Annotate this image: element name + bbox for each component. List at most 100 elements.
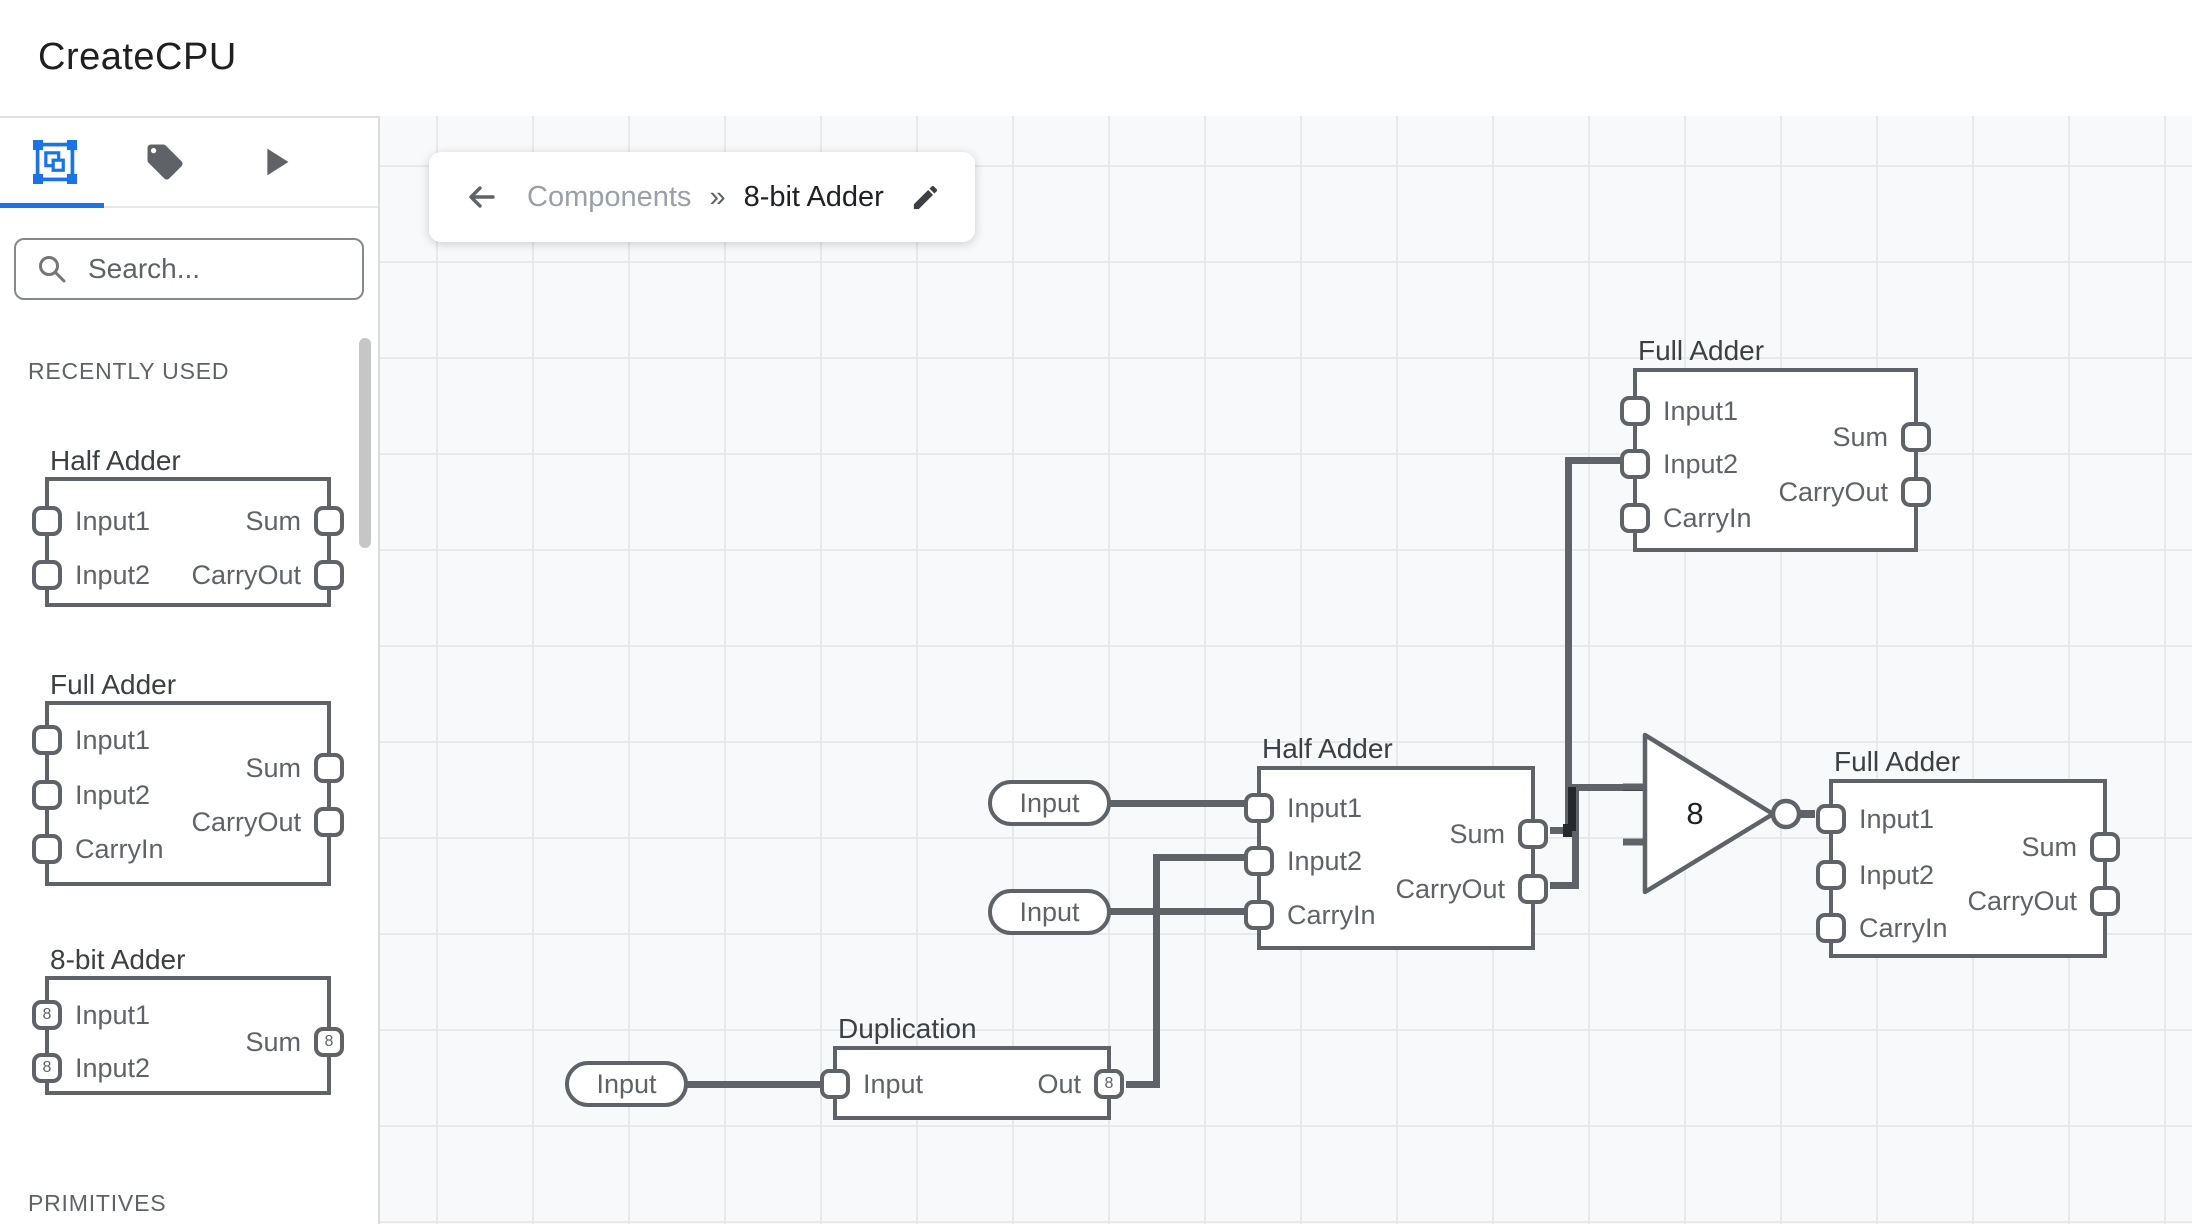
port-input2[interactable]: [1620, 449, 1650, 479]
wire-duplication-out-h2[interactable]: [1153, 854, 1245, 861]
inverter-triangle[interactable]: [1642, 732, 1776, 895]
port-carryin[interactable]: [1816, 913, 1846, 943]
node-full-adder-right[interactable]: Full Adder Input1 Input2 CarryIn Sum Car…: [1816, 746, 2120, 958]
port-label: CarryOut: [191, 560, 301, 590]
wire-duplication-out-v[interactable]: [1153, 854, 1160, 1088]
port-input2[interactable]: [1244, 846, 1274, 876]
port-sum[interactable]: [314, 506, 344, 536]
input-pin-label: Input: [1019, 787, 1080, 818]
port-input2[interactable]: [32, 560, 62, 590]
play-icon: [267, 148, 289, 176]
node-title: Duplication: [838, 1013, 977, 1044]
port-input[interactable]: [820, 1069, 850, 1099]
port-label: Sum: [245, 506, 301, 536]
port-label: Sum: [1832, 422, 1888, 452]
search-input[interactable]: [14, 238, 364, 300]
port-carryout[interactable]: [314, 807, 344, 837]
search-icon: [39, 256, 66, 283]
port-label: Sum: [1449, 819, 1505, 849]
port-input1[interactable]: [1620, 396, 1650, 426]
bus-width-badge: 8: [42, 1006, 52, 1023]
port-input1[interactable]: [1816, 804, 1846, 834]
wire-carryout-to-inverter[interactable]: [1572, 784, 1646, 791]
port-label: CarryOut: [1967, 886, 2077, 916]
port-label: Input1: [1663, 396, 1739, 426]
port-label: Input1: [75, 725, 151, 755]
sidebar-tabs: [0, 118, 378, 208]
wire-sum-h1[interactable]: [1550, 827, 1572, 834]
port-sum[interactable]: [1518, 819, 1548, 849]
port-label: Sum: [2021, 832, 2077, 862]
breadcrumb-current: 8-bit Adder: [743, 180, 884, 213]
sidebar-item-8bit-adder[interactable]: 8-bit Adder 8 8 8 Input1 Input2 Sum: [32, 944, 344, 1095]
port-carryout[interactable]: [2090, 886, 2120, 916]
app-header: CreateCPU: [0, 0, 2192, 116]
node-inverter[interactable]: [1615, 726, 1815, 911]
node-title: Half Adder: [1262, 733, 1393, 764]
node-duplication[interactable]: Duplication 8 Input Out: [820, 1013, 1124, 1120]
wire-carryout-h1[interactable]: [1550, 882, 1579, 889]
port-label: Input1: [75, 1000, 151, 1030]
port-carryout[interactable]: [314, 560, 344, 590]
bus-width-badge: 8: [1104, 1075, 1114, 1092]
port-carryin[interactable]: [1620, 503, 1650, 533]
wire-sum-to-fulladder-input2[interactable]: [1565, 457, 1622, 464]
node-title: Full Adder: [1638, 335, 1765, 366]
port-label: Input1: [75, 506, 151, 536]
port-input2[interactable]: [1816, 860, 1846, 890]
wire-inverter-to-fulladder-input1[interactable]: [1799, 810, 1815, 818]
port-sum[interactable]: [314, 753, 344, 783]
port-sum[interactable]: [1901, 422, 1931, 452]
tab-components[interactable]: [0, 118, 110, 206]
component-title: Full Adder: [50, 669, 177, 700]
port-sum[interactable]: 8: [314, 1027, 344, 1057]
input-pin-label: Input: [1019, 896, 1080, 927]
inverter-bus-width-label: 8: [1686, 796, 1704, 831]
port-input1[interactable]: [1244, 793, 1274, 823]
port-sum[interactable]: [2090, 832, 2120, 862]
tab-tags[interactable]: [110, 118, 220, 206]
wire-carryout-v[interactable]: [1572, 784, 1579, 889]
edit-name-button[interactable]: [910, 182, 941, 213]
port-label: Input2: [1287, 846, 1363, 876]
port-carryin[interactable]: [32, 834, 62, 864]
breadcrumb-parent[interactable]: Components: [527, 180, 692, 213]
input-pin[interactable]: Input: [565, 1061, 688, 1107]
input-pin[interactable]: Input: [988, 889, 1111, 935]
sidebar-item-half-adder[interactable]: Half Adder Input1 Input2 Sum CarryOut: [32, 445, 344, 607]
port-carryin[interactable]: [1244, 900, 1274, 930]
sidebar-scrollbar[interactable]: [359, 338, 371, 548]
port-carryout[interactable]: [1518, 874, 1548, 904]
port-input1[interactable]: [32, 725, 62, 755]
wire-duplication-out-h1[interactable]: [1126, 1081, 1160, 1088]
pencil-icon: [913, 185, 937, 209]
wire-input1-to-halfadder-input1[interactable]: [1106, 800, 1248, 807]
port-label: Input: [863, 1069, 924, 1099]
port-input1[interactable]: [32, 506, 62, 536]
back-arrow-icon[interactable]: [463, 179, 499, 215]
wire-overlap-segment: [1563, 824, 1572, 837]
node-full-adder-top[interactable]: Full Adder Input1 Input2 CarryIn Sum Car…: [1620, 335, 1931, 552]
wire-sum-v[interactable]: [1565, 457, 1572, 834]
tag-icon: [147, 144, 183, 180]
port-input2[interactable]: 8: [32, 1053, 62, 1083]
port-label: CarryOut: [1395, 874, 1505, 904]
node-half-adder[interactable]: Half Adder Input1 Input2 CarryIn Sum Car…: [1244, 733, 1548, 950]
port-carryout[interactable]: [1901, 477, 1931, 507]
sidebar-item-full-adder[interactable]: Full Adder Input1 Input2 CarryIn Sum Car…: [32, 669, 344, 886]
port-out[interactable]: 8: [1094, 1069, 1124, 1099]
wire-overlap-segment: [1568, 787, 1576, 831]
tab-simulate[interactable]: [220, 118, 330, 206]
wire-input3-to-duplication[interactable]: [683, 1081, 823, 1088]
port-input2[interactable]: [32, 780, 62, 810]
app-title: CreateCPU: [38, 36, 237, 78]
circuit-canvas[interactable]: Components » 8-bit Adder Input Input Inp…: [380, 116, 2192, 1224]
input-pin[interactable]: Input: [988, 780, 1111, 826]
breadcrumb-separator: »: [709, 180, 726, 213]
port-input1[interactable]: 8: [32, 1000, 62, 1030]
port-label: CarryIn: [75, 834, 164, 864]
port-label: Input2: [75, 560, 151, 590]
section-primitives: PRIMITIVES: [28, 1190, 167, 1216]
components-icon: [33, 140, 77, 184]
wire-input2-to-halfadder-carryin[interactable]: [1106, 908, 1248, 915]
